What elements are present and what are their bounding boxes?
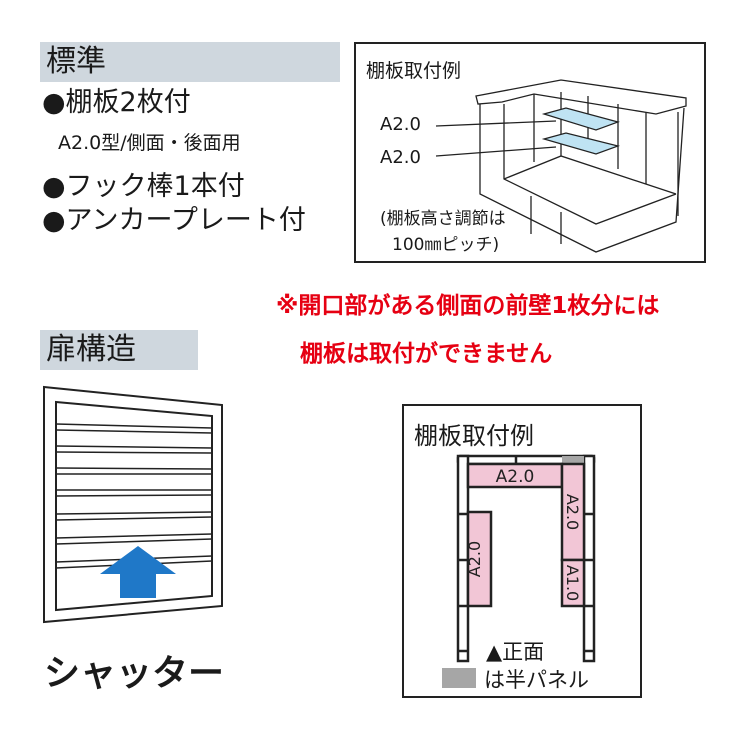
shelf-label-upper: A2.0 xyxy=(380,114,421,135)
shelf-example-title: 棚板取付例 xyxy=(366,60,462,82)
upper-shelf xyxy=(541,107,620,131)
front-label: ▲正面 xyxy=(486,640,545,664)
up-arrow-icon xyxy=(100,546,176,598)
plan-shelf-left: A2.0 xyxy=(465,541,484,577)
lower-shelf xyxy=(541,132,621,155)
plan-shelf-right-back: A2.0 xyxy=(563,494,582,530)
plan-shelf-right-front: A1.0 xyxy=(563,565,582,601)
floor-plan: A2.0 A2.0 A2.0 A1.0 xyxy=(442,454,596,688)
standard-item-anchor: ●アンカープレート付 xyxy=(42,205,306,236)
door-type-label: シャッター xyxy=(44,653,225,694)
half-panel-label: は半パネル xyxy=(484,668,589,692)
warning-line2: 棚板は取付ができません xyxy=(300,341,553,367)
shed-interior-illustration xyxy=(435,79,687,253)
shelf-note-line1: (棚板高さ調節は xyxy=(380,209,506,229)
shelf-label-lower: A2.0 xyxy=(380,147,421,168)
half-panel-swatch xyxy=(442,668,476,688)
standard-item-shelves: ●棚板2枚付 xyxy=(42,87,191,118)
door-heading: 扉構造 xyxy=(40,330,198,370)
standard-heading: 標準 xyxy=(40,42,340,82)
plan-title: 棚板取付例 xyxy=(414,422,534,450)
warning-line1: ※開口部がある側面の前壁1枚分には xyxy=(276,293,660,319)
standard-item-shelves-note: A2.0型/側面・後面用 xyxy=(58,132,241,154)
standard-item-hook: ●フック棒1本付 xyxy=(42,171,245,202)
shelf-plan-box: 棚板取付例 A2.0 A2.0 A2.0 A1.0 xyxy=(402,404,642,698)
shelf-note-line2: 100㎜ピッチ) xyxy=(392,235,500,255)
plan-shelf-back: A2.0 xyxy=(496,467,535,487)
shelf-example-3d-box: 棚板取付例 A2.0 A2.0 (棚板高さ調節は 100㎜ピッチ) xyxy=(354,42,706,263)
